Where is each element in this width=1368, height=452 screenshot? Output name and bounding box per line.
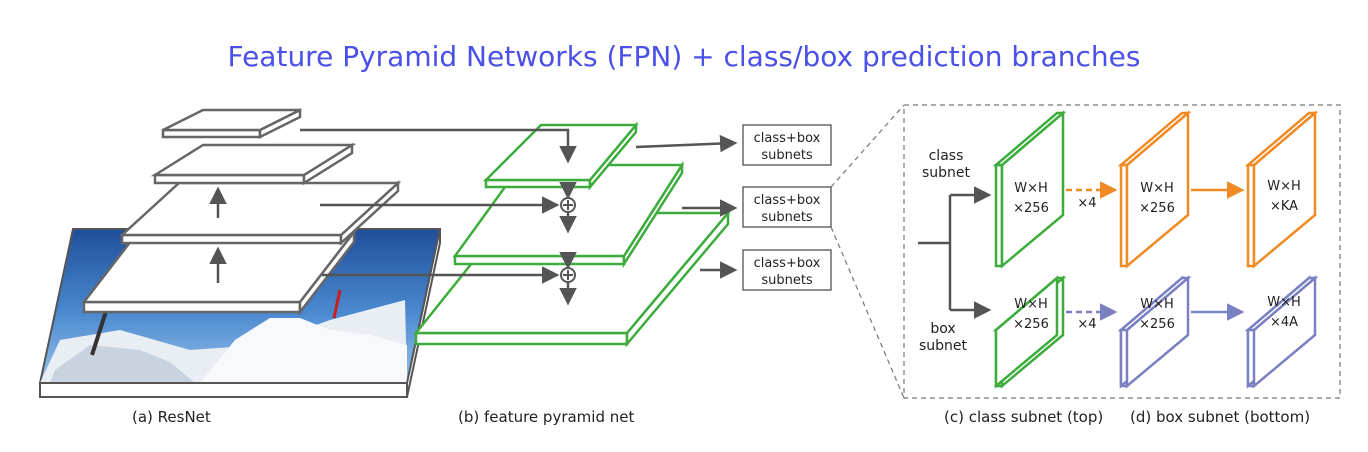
class-subnet-caption: (c) class subnet (top) <box>944 408 1104 426</box>
subnet-box: class+box subnets <box>742 124 832 166</box>
class-input-tensor: W×H ×256 <box>992 110 1067 269</box>
subnet-box: class+box subnets <box>742 186 832 228</box>
resnet-backbone <box>38 107 442 398</box>
resnet-stage-plate <box>161 107 302 140</box>
svg-text:×256: ×256 <box>1013 201 1049 216</box>
svg-text:×256: ×256 <box>1013 317 1049 332</box>
subnet-detail-panel: class subnet box subnet W×H ×256 ×4 <box>903 104 1341 399</box>
svg-text:×256: ×256 <box>1139 201 1175 216</box>
diagram-title: Feature Pyramid Networks (FPN) + class/b… <box>227 40 1141 73</box>
svg-text:W×H: W×H <box>1014 297 1048 312</box>
svg-text:W×H: W×H <box>1267 179 1301 194</box>
svg-text:×4A: ×4A <box>1270 315 1298 330</box>
zoom-connector <box>830 104 905 188</box>
box-hidden-tensor: W×H ×256 <box>1117 275 1192 389</box>
resnet-stage-plate <box>118 180 402 246</box>
class-branch-label: class <box>929 148 964 164</box>
output-arrow <box>635 134 738 153</box>
class-output-tensor: W×H ×KA <box>1244 110 1319 269</box>
repeat-label: ×4 <box>1077 196 1096 211</box>
svg-text:W×H: W×H <box>1140 181 1174 196</box>
svg-text:W×H: W×H <box>1140 297 1174 312</box>
svg-text:W×H: W×H <box>1014 181 1048 196</box>
svg-text:W×H: W×H <box>1267 295 1301 310</box>
svg-text:class+box: class+box <box>754 131 821 146</box>
box-output-tensor: W×H ×4A <box>1244 275 1319 389</box>
box-branch-label: subnet <box>919 338 968 354</box>
subnet-box: class+box subnets <box>742 249 832 291</box>
feature-pyramid <box>300 121 738 348</box>
svg-text:×256: ×256 <box>1139 317 1175 332</box>
repeat-label: ×4 <box>1077 317 1096 332</box>
zoom-connector <box>830 226 905 399</box>
resnet-caption: (a) ResNet <box>132 408 211 426</box>
svg-text:class+box: class+box <box>754 256 821 271</box>
class-hidden-tensor: W×H ×256 <box>1117 110 1192 269</box>
class-branch-label: subnet <box>922 165 971 181</box>
svg-text:subnets: subnets <box>761 210 813 225</box>
svg-text:subnets: subnets <box>761 273 813 288</box>
lateral-connection-arrow <box>300 128 577 164</box>
box-input-tensor: W×H ×256 <box>992 275 1067 389</box>
resnet-stage-plate <box>150 142 357 186</box>
box-branch-label: box <box>930 321 955 337</box>
box-subnet-caption: (d) box subnet (bottom) <box>1130 408 1311 426</box>
svg-text:×KA: ×KA <box>1270 199 1298 214</box>
svg-text:class+box: class+box <box>754 193 821 208</box>
svg-text:subnets: subnets <box>761 148 813 163</box>
fpn-caption: (b) feature pyramid net <box>458 408 635 426</box>
